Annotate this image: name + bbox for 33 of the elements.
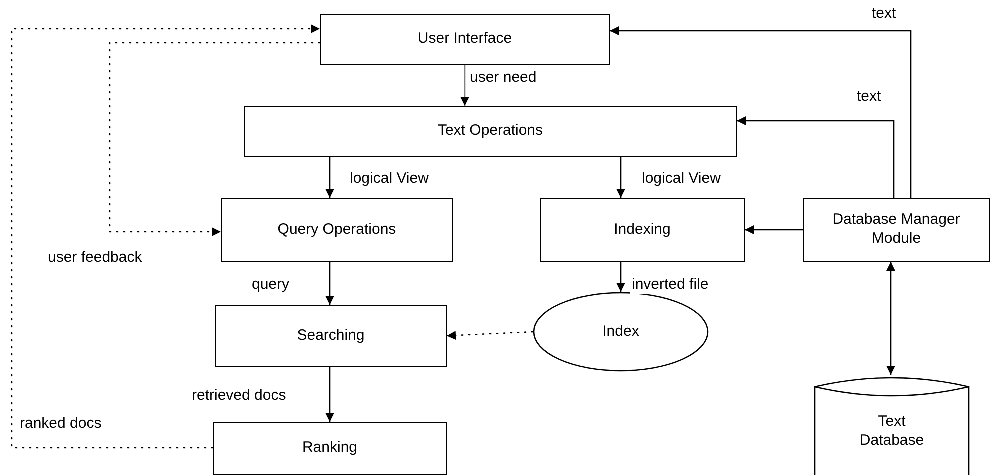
- node-label: Database Manager Module: [832, 211, 962, 249]
- process-box: [244, 106, 737, 157]
- arrow: [460, 65, 470, 106]
- node-label: Text Operations: [438, 122, 544, 141]
- dotted-arrow: [109, 42, 321, 236]
- arrow: [326, 157, 334, 198]
- node-label: Query Operations: [278, 220, 396, 240]
- process-box: [215, 305, 447, 367]
- database-cylinder: [814, 375, 970, 475]
- arrow: [737, 116, 895, 198]
- arrow: [886, 262, 896, 375]
- process-box: [221, 198, 453, 262]
- arrow: [745, 226, 803, 234]
- dotted-arrow: [11, 24, 321, 449]
- process-box: [320, 14, 610, 65]
- node-label: Text Database: [858, 413, 926, 451]
- node-label: Indexing: [614, 220, 671, 240]
- node-label: Searching: [297, 326, 365, 346]
- node-label: Index: [602, 322, 640, 342]
- arrow: [326, 367, 334, 422]
- arrow: [616, 262, 626, 292]
- process-box: [803, 198, 990, 262]
- arrow: [326, 262, 334, 305]
- process-box: [540, 198, 745, 262]
- edge-label: inverted file: [630, 276, 711, 294]
- edge-label: logical View: [348, 170, 431, 188]
- node-label: User Interface: [418, 30, 512, 49]
- node-label: Ranking: [302, 439, 358, 458]
- edge-label: logical View: [640, 170, 723, 188]
- process-box: [213, 422, 447, 475]
- arrow: [610, 26, 912, 198]
- dotted-arrow: [446, 331, 534, 340]
- arrow: [616, 157, 626, 198]
